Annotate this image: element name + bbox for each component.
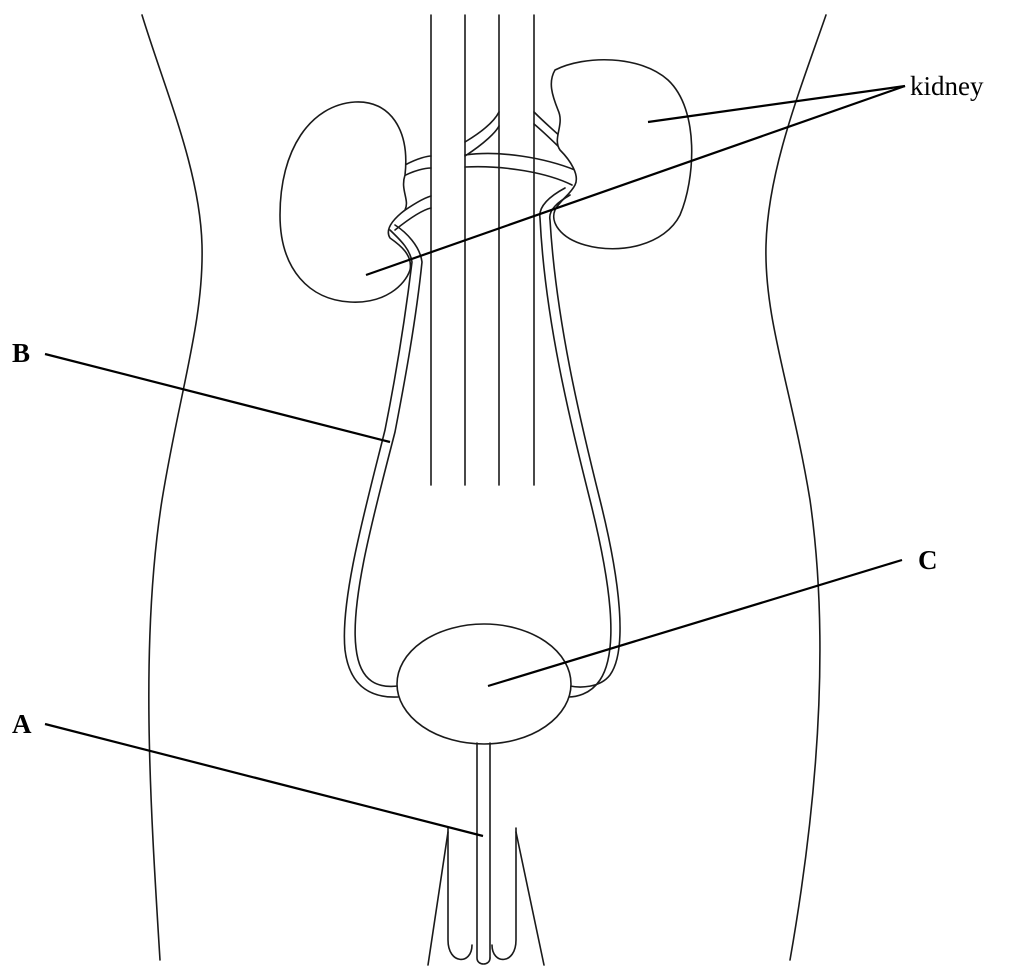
left-kidney (280, 102, 410, 302)
blood-vessels (395, 15, 575, 485)
right-renal-vein (465, 153, 575, 185)
right-thigh-line (516, 832, 544, 965)
kidney-label: kidney (910, 71, 984, 101)
right-ureter-inner (550, 195, 620, 687)
body-outline-right (766, 15, 826, 960)
label-a: A (12, 709, 32, 739)
legs (428, 828, 544, 965)
left-thigh-line (428, 832, 448, 965)
urethra (477, 743, 490, 964)
right-kidney (551, 60, 691, 249)
label-b: B (12, 338, 30, 368)
c-leader (488, 560, 902, 686)
b-leader (45, 354, 390, 442)
kidney-leader-right (648, 86, 905, 122)
right-inner-leg (492, 828, 516, 959)
left-inner-leg (448, 828, 472, 959)
a-leader (45, 724, 483, 836)
bladder (397, 624, 571, 744)
label-c: C (918, 545, 938, 575)
left-renal-artery (465, 112, 499, 156)
body-outline (142, 15, 826, 960)
body-outline-left (142, 15, 202, 960)
right-ureter-outer (540, 188, 611, 697)
urethra-left-wall (477, 743, 490, 964)
